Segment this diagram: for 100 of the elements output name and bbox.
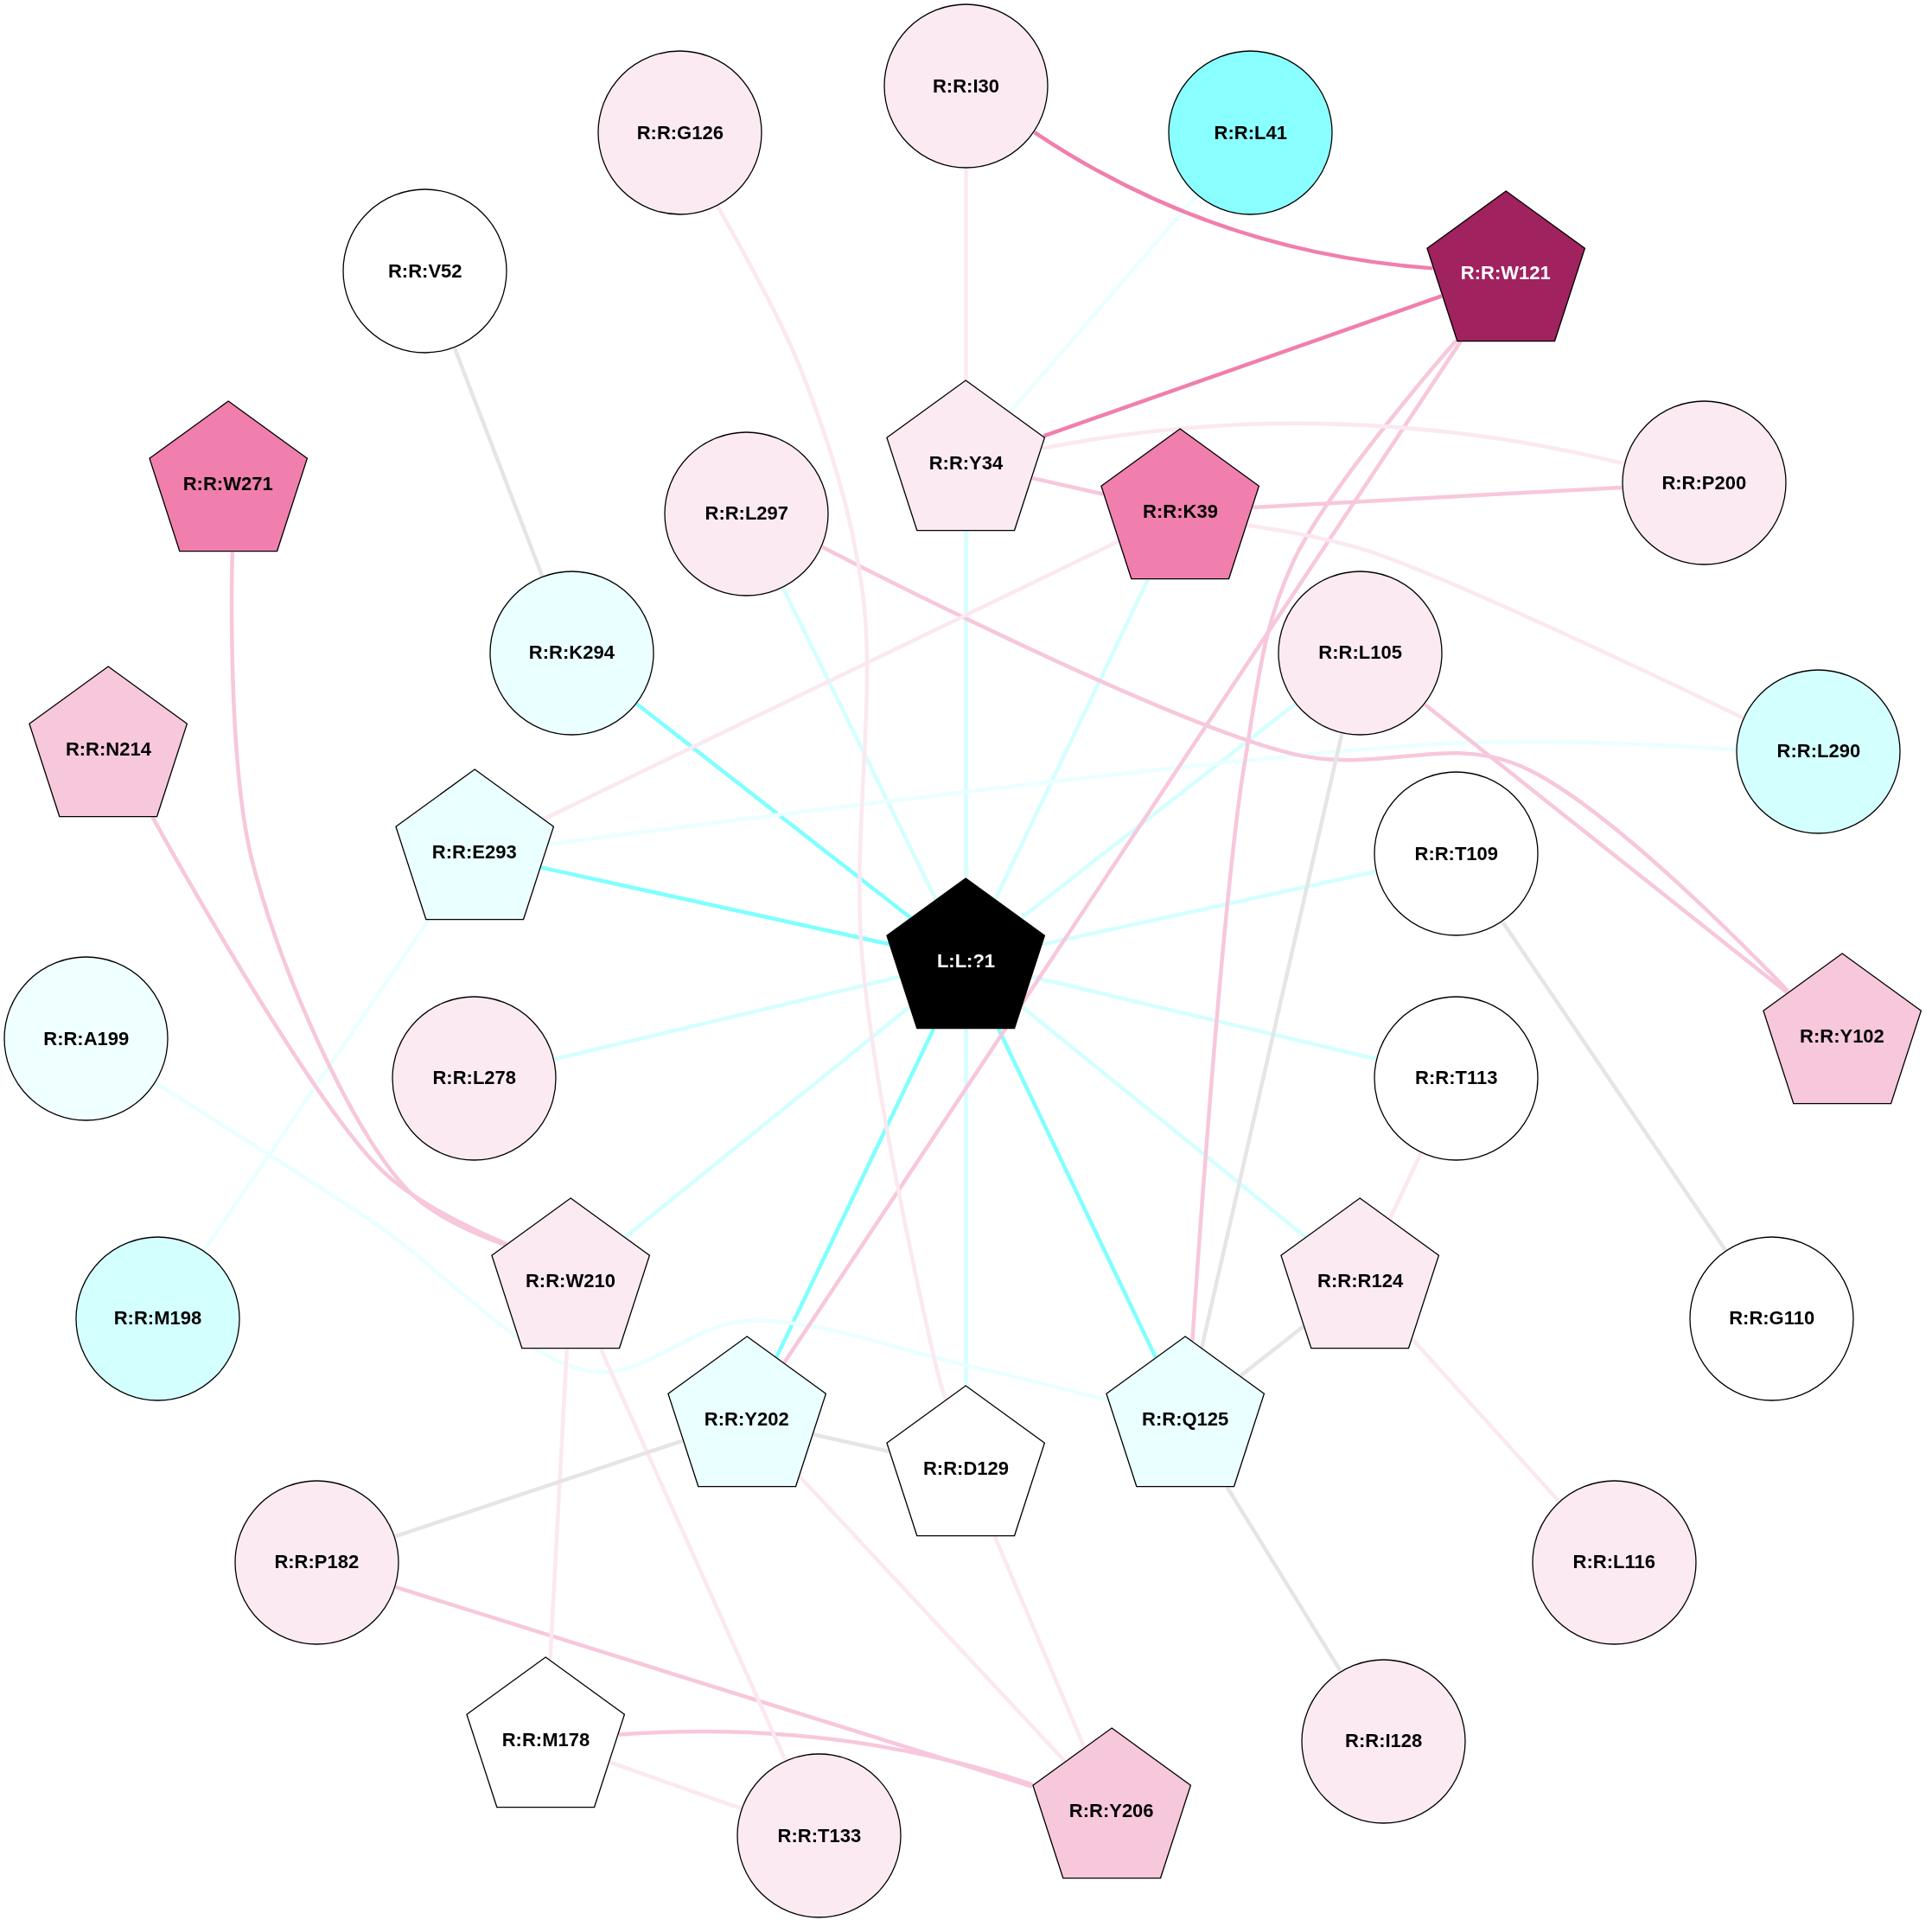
- residue-label: R:R:Y206: [1068, 1800, 1154, 1823]
- residue-circle: [1278, 570, 1444, 736]
- residue-pentagon: [29, 665, 188, 818]
- interaction-line: [997, 1028, 1157, 1359]
- interaction-line: [716, 205, 948, 1400]
- interaction-line: [964, 1029, 968, 1386]
- residue-pentagon: [1100, 427, 1260, 579]
- residue-pentagon: [886, 379, 1046, 532]
- residue-circle: [597, 50, 763, 216]
- interaction-line: [821, 545, 1790, 993]
- residue-circle: [1621, 400, 1787, 566]
- residue-label: R:R:L297: [705, 502, 789, 526]
- interaction-line: [394, 1438, 684, 1539]
- residue-circle: [233, 1479, 399, 1645]
- residue-label: R:R:L278: [432, 1067, 517, 1090]
- interaction-line: [964, 169, 968, 379]
- residue-label: R:R:L290: [1776, 740, 1861, 763]
- residue-circle: [392, 995, 558, 1161]
- interaction-line: [452, 347, 545, 577]
- residue-label: R:R:G110: [1729, 1307, 1815, 1330]
- interaction-line: [1411, 1338, 1560, 1503]
- interaction-line: [798, 1475, 1067, 1763]
- residue-label: L:L:?1: [936, 949, 996, 973]
- interaction-line: [1031, 974, 1377, 1062]
- residue-pentagon: [394, 768, 554, 921]
- interaction-line: [775, 1028, 935, 1359]
- interaction-line: [964, 531, 968, 877]
- residue-pentagon: [466, 1655, 626, 1808]
- residue-label: R:R:M198: [113, 1307, 202, 1330]
- interaction-line: [1423, 703, 1789, 994]
- interaction-line: [394, 1585, 1033, 1789]
- interaction-line: [1200, 733, 1344, 1349]
- residue-label: R:R:N214: [65, 737, 151, 761]
- interaction-line: [782, 340, 1463, 1364]
- residue-pentagon: [1280, 1197, 1440, 1349]
- interaction-line: [1247, 523, 1744, 720]
- interaction-line: [1225, 1486, 1342, 1672]
- interaction-line: [1020, 702, 1297, 920]
- interaction-line: [1387, 1151, 1424, 1221]
- interaction-line: [1021, 1005, 1308, 1239]
- residue-label: R:R:Y34: [928, 451, 1004, 475]
- residue-circle: [1301, 1658, 1467, 1824]
- residue-label: R:R:I128: [1345, 1730, 1423, 1753]
- residue-pentagon: [148, 400, 308, 552]
- residue-label: R:R:I30: [933, 74, 999, 98]
- residue-label: R:R:E293: [431, 841, 517, 864]
- interaction-line: [992, 1535, 1087, 1749]
- interaction-line: [623, 1004, 911, 1240]
- residue-circle: [488, 570, 654, 736]
- interaction-line: [1043, 294, 1443, 438]
- residue-label: R:R:M178: [501, 1728, 590, 1751]
- residue-circle: [1374, 995, 1540, 1161]
- residue-label: R:R:T109: [1414, 842, 1499, 865]
- residue-pentagon: [886, 877, 1046, 1030]
- residue-pentagon: [1106, 1336, 1266, 1488]
- residue-label: R:R:L105: [1318, 641, 1402, 665]
- interaction-line: [1042, 421, 1625, 466]
- interaction-line: [1239, 1324, 1305, 1378]
- interaction-line: [155, 1081, 1109, 1403]
- interaction-line: [781, 587, 938, 901]
- residue-pentagon: [886, 1385, 1046, 1537]
- interaction-line: [1031, 475, 1105, 496]
- residue-pentagon: [490, 1197, 651, 1349]
- residue-label: R:R:Y102: [1800, 1024, 1884, 1048]
- residue-circle: [1374, 771, 1540, 937]
- interaction-line: [202, 919, 430, 1252]
- interaction-line: [229, 552, 507, 1247]
- residue-label: R:R:P200: [1661, 471, 1747, 494]
- interaction-line: [1501, 921, 1727, 1252]
- interaction-line: [1190, 339, 1458, 1342]
- residue-pentagon: [1031, 1727, 1191, 1879]
- interaction-line: [548, 739, 1737, 847]
- residue-label: R:R:D129: [922, 1457, 1009, 1481]
- interaction-line: [599, 1348, 787, 1762]
- residue-pentagon: [1762, 952, 1922, 1105]
- residue-circle: [1168, 50, 1334, 216]
- residue-label: R:R:W271: [182, 473, 273, 496]
- residue-label: R:R:T133: [777, 1824, 862, 1847]
- residue-circle: [1689, 1235, 1855, 1401]
- residue-circle: [1736, 668, 1902, 834]
- interaction-line: [813, 1432, 890, 1454]
- residue-label: R:R:Q125: [1142, 1408, 1229, 1432]
- residue-circle: [74, 1235, 240, 1401]
- residue-circle: [342, 188, 508, 354]
- residue-circle: [736, 1753, 902, 1919]
- residue-circle: [1531, 1479, 1697, 1645]
- interaction-line: [554, 974, 901, 1062]
- interaction-line: [618, 1729, 1034, 1787]
- residue-label: R:R:W210: [526, 1270, 615, 1293]
- residue-label: R:R:K39: [1143, 500, 1218, 523]
- interaction-line: [635, 702, 912, 920]
- interaction-line: [1042, 870, 1376, 947]
- residue-label: R:R:L116: [1572, 1551, 1655, 1574]
- residue-pentagon: [666, 1336, 826, 1488]
- interaction-line: [1033, 131, 1433, 271]
- interaction-line: [548, 1349, 569, 1660]
- residue-label: R:R:R124: [1317, 1270, 1404, 1293]
- interaction-line: [1009, 194, 1199, 413]
- residue-circle: [883, 3, 1049, 169]
- residue-label: R:R:V52: [387, 259, 462, 283]
